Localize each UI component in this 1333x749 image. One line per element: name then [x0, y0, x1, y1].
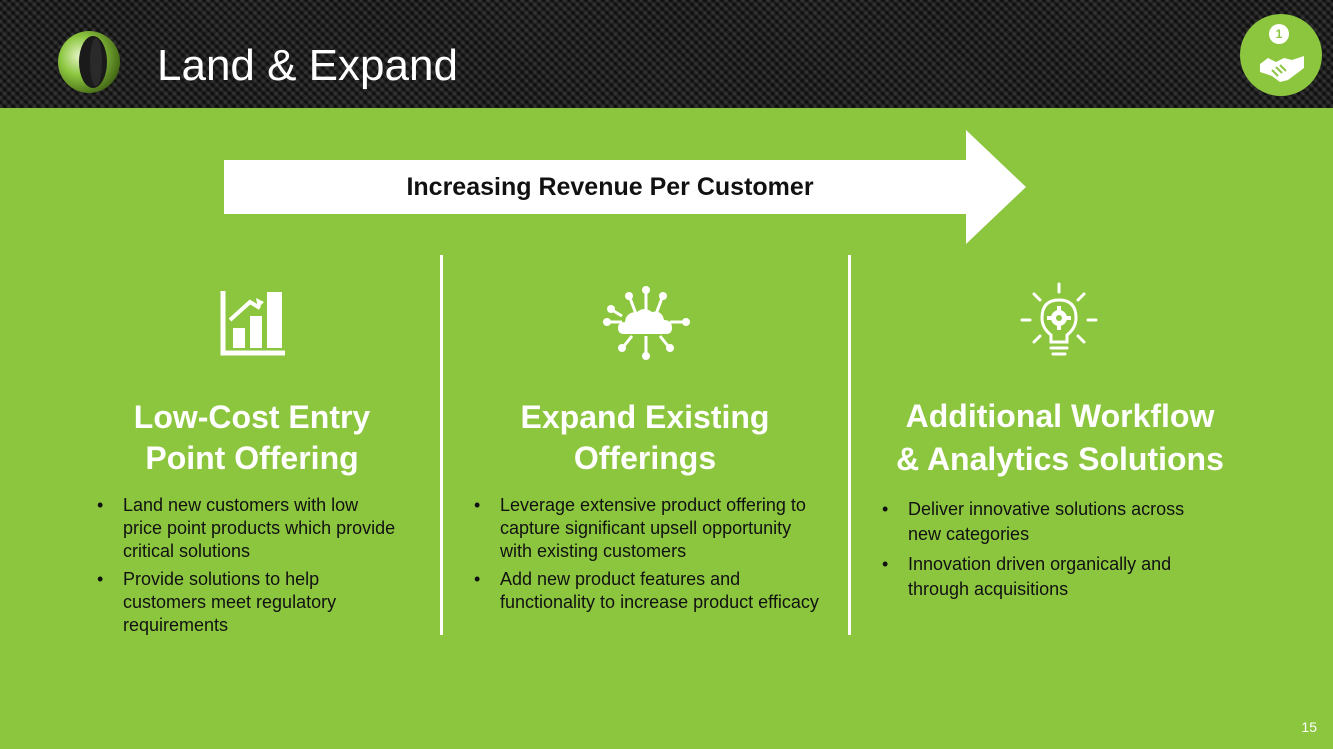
section-badge: 1 [1240, 14, 1322, 96]
page-number: 15 [1301, 719, 1317, 735]
heading-line: Additional Workflow [905, 398, 1215, 434]
badge-number: 1 [1269, 24, 1289, 44]
lightbulb-gear-icon [1020, 282, 1098, 356]
list-item: Innovation driven organically and throug… [882, 552, 1222, 602]
revenue-arrow [224, 130, 1026, 244]
column-heading: Low-Cost Entry Point Offering [92, 397, 412, 479]
handshake-icon [1260, 56, 1304, 82]
list-item: Leverage extensive product offering to c… [474, 494, 819, 563]
company-logo [58, 31, 120, 93]
heading-line: & Analytics Solutions [896, 441, 1224, 477]
column-heading: Expand Existing Offerings [485, 397, 805, 479]
bullet-list: Deliver innovative solutions across new … [882, 497, 1222, 607]
cloud-network-icon [603, 286, 690, 360]
heading-line: Expand Existing [520, 399, 770, 435]
heading-line: Low-Cost Entry [133, 399, 371, 435]
column-divider [440, 255, 443, 635]
bullet-list: Leverage extensive product offering to c… [474, 494, 819, 619]
list-item: Add new product features and functionali… [474, 568, 819, 614]
column-divider [848, 255, 851, 635]
list-item: Provide solutions to help customers meet… [97, 568, 397, 637]
bullet-list: Land new customers with low price point … [97, 494, 397, 642]
column-heading: Additional Workflow & Analytics Solution… [880, 395, 1240, 481]
growth-chart-icon [220, 291, 285, 356]
arrow-label: Increasing Revenue Per Customer [406, 173, 814, 201]
header-band: Land & Expand 1 [0, 0, 1333, 108]
list-item: Deliver innovative solutions across new … [882, 497, 1222, 547]
slide-title: Land & Expand [157, 41, 458, 90]
heading-line: Point Offering [145, 440, 359, 476]
heading-line: Offerings [573, 440, 717, 476]
list-item: Land new customers with low price point … [97, 494, 397, 563]
